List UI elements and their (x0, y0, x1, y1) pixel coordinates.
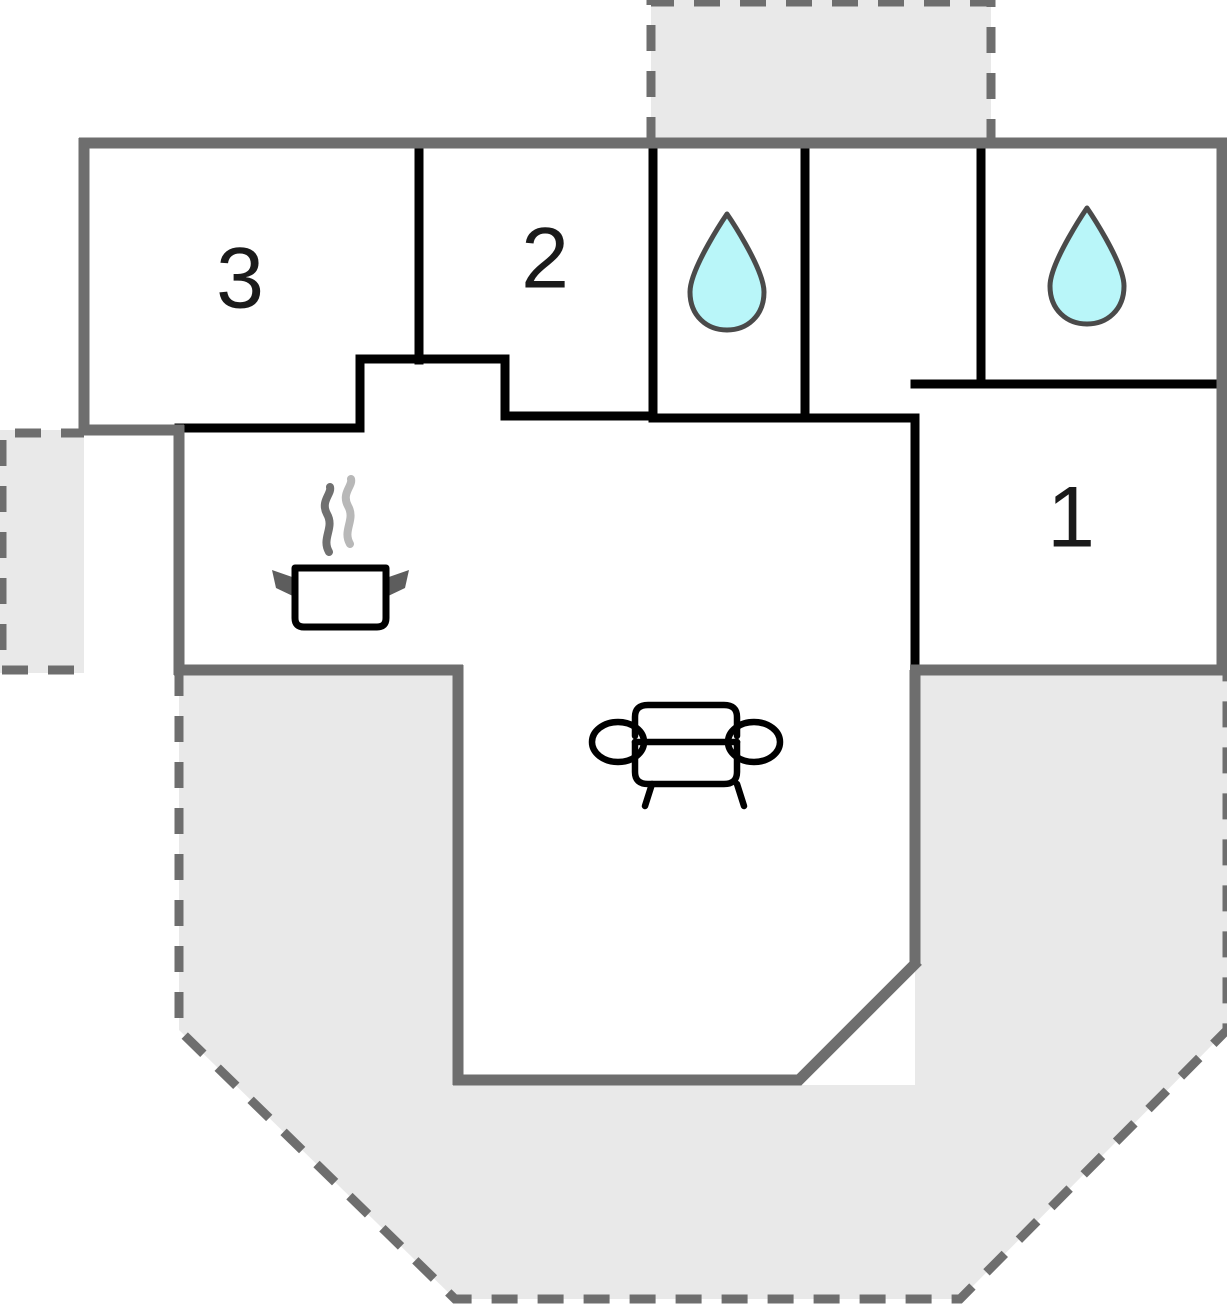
wall-living-chamfer (793, 957, 922, 1086)
wall-stair-notch (355, 354, 658, 433)
room-labels: 3 2 1 (216, 211, 1095, 566)
balcony-top (646, 0, 996, 143)
interior-walls (174, 138, 1227, 680)
room-label-2: 2 (521, 211, 569, 307)
sofa-icon (588, 701, 784, 810)
water-droplet-icon (1047, 205, 1127, 327)
interior-footprint (84, 143, 1227, 1085)
water-droplet-icon (687, 211, 767, 333)
wall-hall-bottom (800, 413, 920, 680)
room-label-3: 3 (216, 231, 264, 327)
room-label-1: 1 (1047, 470, 1095, 566)
cooking-pot-icon (272, 475, 409, 631)
exterior-walls (78, 137, 1227, 1086)
